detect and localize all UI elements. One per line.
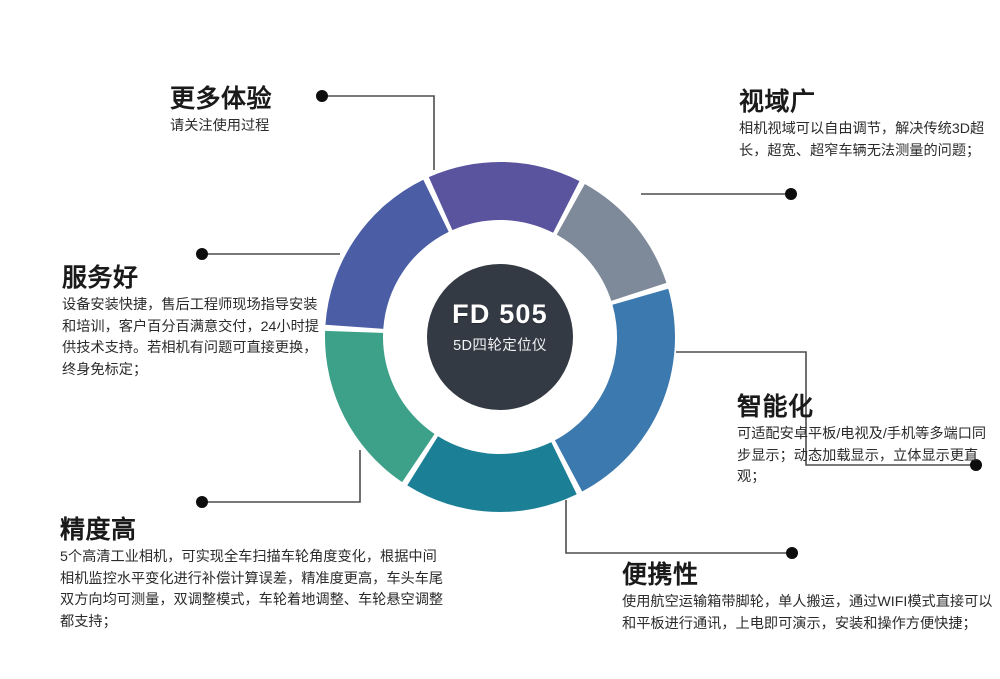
callout-body: 设备安装快捷，售后工程师现场指导安装和培训，客户百分百满意交付，24小时提供技术… (62, 297, 319, 378)
callout-title: 智能化 (737, 393, 814, 421)
callout-high-accuracy: 精度高 5个高清工业相机，可实现全车扫描车轮角度变化，根据中间相机监控水平变化进… (60, 516, 450, 633)
callout-body: 请关注使用过程 (170, 118, 270, 134)
callout-title: 更多体验 (170, 85, 273, 113)
connector-line-more_experience (322, 95, 435, 170)
connector-dot-group (196, 90, 982, 559)
donut-segment-5 (325, 179, 449, 329)
callout-body: 可适配安卓平板/电视及/手机等多端口同步显示；动态加载显示，立体显示更直观； (737, 426, 987, 486)
callout-body: 5个高清工业相机，可实现全车扫描车轮角度变化，根据中间相机监控水平变化进行补偿计… (60, 549, 444, 630)
connector-dot-good_service (196, 248, 208, 260)
connector-line-intelligent (676, 351, 976, 466)
donut-segment-group (324, 161, 675, 513)
callout-good-service: 服务好 设备安装快捷，售后工程师现场指导安装和培训，客户百分百满意交付，24小时… (62, 264, 324, 381)
callout-title: 视域广 (739, 88, 816, 116)
connector-line-high_accuracy (202, 450, 361, 503)
callout-intelligent: 智能化 可适配安卓平板/电视及/手机等多端口同步显示；动态加载显示，立体显示更直… (737, 393, 995, 489)
connector-dot-wide_view (785, 188, 797, 200)
connector-dot-more_experience (316, 90, 328, 102)
donut-segment-3 (407, 436, 577, 513)
product-subtitle: 5D四轮定位仪 (453, 337, 547, 354)
center-label: FD 505 5D四轮定位仪 (427, 299, 573, 355)
callout-title: 精度高 (60, 516, 137, 544)
callout-body: 相机视域可以自由调节，解决传统3D超长，超宽、超窄车辆无法测量的问题； (739, 121, 985, 159)
connector-dot-portability (786, 547, 798, 559)
donut-segment-1 (556, 183, 667, 301)
donut-segment-6 (428, 161, 580, 233)
connector-dot-high_accuracy (196, 496, 208, 508)
connector-path-group (202, 95, 976, 554)
donut-segment-2 (554, 288, 675, 492)
donut-segment-4 (324, 330, 435, 483)
callout-body: 使用航空运输箱带脚轮，单人搬运，通过WIFI模式直接可以和平板进行通讯，上电即可… (622, 594, 993, 632)
center-hub-circle (427, 264, 573, 410)
connector-line-portability (565, 500, 792, 554)
callout-title: 便携性 (622, 561, 699, 589)
callout-title: 服务好 (62, 264, 139, 292)
callout-more-experience: 更多体验 请关注使用过程 (170, 85, 430, 138)
callout-portability: 便携性 使用航空运输箱带脚轮，单人搬运，通过WIFI模式直接可以和平板进行通讯，… (622, 561, 994, 635)
connector-dot-intelligent (970, 459, 982, 471)
product-model: FD 505 (452, 299, 548, 329)
callout-wide-view: 视域广 相机视域可以自由调节，解决传统3D超长，超宽、超窄车辆无法测量的问题； (739, 88, 991, 162)
